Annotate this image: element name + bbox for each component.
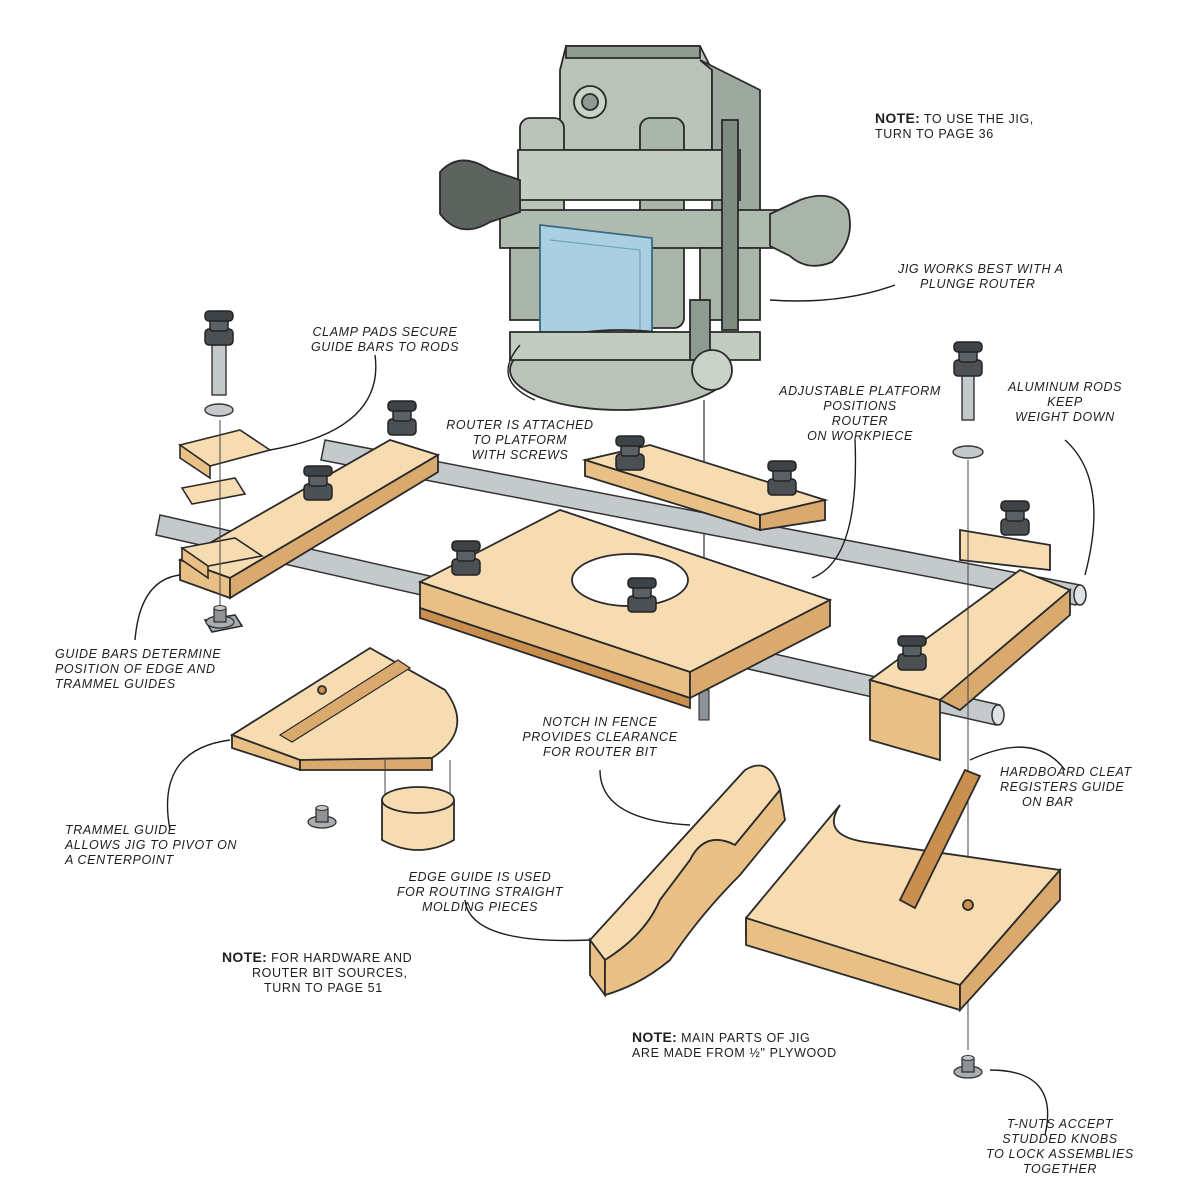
edge-guide-base bbox=[745, 768, 1062, 1013]
note-plywood: NOTE: MAIN PARTS OF JIG ARE MADE FROM ½"… bbox=[632, 1029, 837, 1061]
callout-aluminum-rods: ALUMINUM RODS KEEP WEIGHT DOWN bbox=[1007, 380, 1123, 424]
note-jig-use: NOTE: TO USE THE JIG, TURN TO PAGE 36 bbox=[875, 110, 1034, 142]
note-hardware: NOTE: FOR HARDWARE AND ROUTER BIT SOURCE… bbox=[222, 949, 413, 996]
callout-router-attached: ROUTER IS ATTACHED TO PLATFORM WITH SCRE… bbox=[446, 418, 594, 462]
callout-trammel-guide: TRAMMEL GUIDE ALLOWS JIG TO PIVOT ON A C… bbox=[65, 823, 238, 867]
router-icon bbox=[439, 45, 851, 721]
callout-guide-bars: GUIDE BARS DETERMINE POSITION OF EDGE AN… bbox=[55, 647, 222, 691]
callout-edge-guide: EDGE GUIDE IS USED FOR ROUTING STRAIGHT … bbox=[396, 870, 564, 914]
center-clamp-pad bbox=[581, 444, 829, 532]
callout-t-nuts: T-NUTS ACCEPT STUDDED KNOBS TO LOCK ASSE… bbox=[986, 1117, 1134, 1176]
platform bbox=[417, 509, 833, 710]
callout-plunge-router: JIG WORKS BEST WITH A PLUNGE ROUTER bbox=[898, 262, 1064, 291]
callout-clamp-pads: CLAMP PADS SECURE GUIDE BARS TO RODS bbox=[310, 325, 460, 354]
trammel-guide bbox=[229, 646, 459, 851]
callout-notch-fence: NOTCH IN FENCE PROVIDES CLEARANCE FOR RO… bbox=[522, 715, 678, 759]
leader-lines bbox=[134, 284, 1095, 1136]
callout-hardboard-cleat: HARDBOARD CLEAT REGISTERS GUIDE ON BAR bbox=[1000, 765, 1132, 809]
callout-adjustable-platform: ADJUSTABLE PLATFORM POSITIONS ROUTER ON … bbox=[779, 384, 941, 443]
edge-guide-fence bbox=[588, 764, 786, 998]
